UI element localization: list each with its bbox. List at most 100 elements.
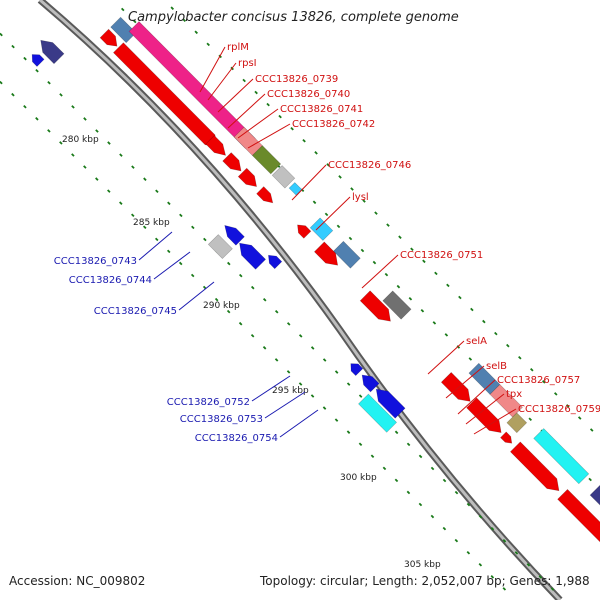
gene-block xyxy=(128,21,256,149)
gene-label: CCC13826_0745 xyxy=(94,306,177,317)
tick-mark xyxy=(59,93,63,97)
tick-mark xyxy=(298,382,303,386)
scale-label: 280 kbp xyxy=(62,135,99,145)
tick-mark xyxy=(11,92,15,97)
tick-mark xyxy=(588,477,592,482)
tick-mark xyxy=(526,563,531,567)
tick-mark xyxy=(418,502,423,507)
tick-mark xyxy=(143,177,147,181)
tick-mark xyxy=(182,18,187,23)
tick-mark xyxy=(119,153,123,157)
tick-mark xyxy=(167,201,171,206)
tick-mark xyxy=(119,201,123,205)
tick-mark xyxy=(214,297,219,302)
tick-mark xyxy=(250,333,255,338)
label-leader xyxy=(445,365,485,399)
tick-mark xyxy=(262,297,267,302)
tick-mark xyxy=(95,129,99,133)
tick-mark xyxy=(170,6,175,10)
tick-mark xyxy=(286,370,291,374)
tick-mark xyxy=(490,575,495,579)
tick-mark xyxy=(454,490,459,495)
tick-mark xyxy=(334,370,339,374)
tick-mark xyxy=(35,68,39,73)
tick-mark xyxy=(191,225,195,230)
tick-mark xyxy=(0,32,3,37)
tick-mark xyxy=(442,478,447,483)
tick-mark xyxy=(131,165,135,169)
tick-mark xyxy=(470,307,474,312)
tick-mark xyxy=(334,418,339,422)
label-leader xyxy=(247,123,291,149)
genome-summary: Topology: circular; Length: 2,052,007 bp… xyxy=(260,574,590,588)
tick-mark xyxy=(362,199,366,203)
tick-mark xyxy=(478,562,483,567)
gene-label: CCC13826_0739 xyxy=(255,74,338,85)
tick-mark xyxy=(278,114,282,119)
tick-mark xyxy=(358,394,363,398)
scale-label: 295 kbp xyxy=(272,386,309,396)
gene-block xyxy=(382,290,412,320)
tick-mark xyxy=(494,331,498,336)
tick-mark xyxy=(166,249,171,254)
tick-mark xyxy=(458,295,462,300)
tick-mark xyxy=(482,319,486,324)
tick-mark xyxy=(454,538,459,543)
gene-arrow xyxy=(237,167,257,187)
label-leader xyxy=(473,408,517,435)
gene-label: CCC13826_0752 xyxy=(167,397,250,408)
gene-arrow xyxy=(256,186,274,204)
gene-arrow xyxy=(557,488,600,543)
scale-label: 285 kbp xyxy=(133,218,170,228)
gene-arrow xyxy=(268,254,283,270)
tick-mark xyxy=(190,273,195,278)
tick-mark xyxy=(382,466,387,471)
tick-mark xyxy=(502,587,507,591)
label-leader xyxy=(207,62,237,101)
gene-label: CCC13826_0740 xyxy=(267,89,350,100)
tick-mark xyxy=(326,163,330,167)
tick-mark xyxy=(490,526,495,531)
gene-block xyxy=(533,428,590,485)
tick-mark xyxy=(324,212,329,217)
tick-mark xyxy=(107,189,111,193)
gene-block xyxy=(489,384,523,418)
tick-mark xyxy=(577,416,582,420)
tick-mark xyxy=(35,117,39,121)
gene-arrow xyxy=(99,28,118,47)
label-leader xyxy=(217,78,254,113)
gene-label: tpx xyxy=(506,389,522,400)
tick-mark xyxy=(422,259,426,264)
label-leader xyxy=(153,251,191,280)
scale-label: 305 kbp xyxy=(404,560,441,570)
tick-mark xyxy=(430,466,435,471)
gene-label: CCC13826_0742 xyxy=(292,119,375,130)
tick-mark xyxy=(466,550,471,555)
tick-mark xyxy=(346,382,351,386)
tick-mark xyxy=(518,355,522,360)
tick-mark xyxy=(238,321,243,326)
label-leader xyxy=(264,391,306,419)
tick-mark xyxy=(358,442,363,447)
tick-mark xyxy=(336,224,341,229)
label-leader xyxy=(178,281,215,311)
label-leader xyxy=(138,231,173,261)
tick-mark xyxy=(506,343,510,348)
label-leader xyxy=(315,196,351,231)
gene-arrow xyxy=(350,363,364,377)
gene-label: CCC13826_0744 xyxy=(69,275,152,286)
tick-mark xyxy=(394,478,399,483)
label-leader xyxy=(465,393,505,425)
gene-block xyxy=(251,145,282,175)
tick-mark xyxy=(310,394,315,398)
tick-mark xyxy=(322,358,327,362)
tick-mark xyxy=(456,345,461,349)
tick-mark xyxy=(266,102,270,107)
tick-mark xyxy=(542,380,546,384)
gene-label: CCC13826_0743 xyxy=(54,256,137,267)
tick-mark xyxy=(589,428,594,432)
tick-mark xyxy=(314,151,318,155)
tick-mark xyxy=(107,141,111,145)
label-leader xyxy=(291,164,327,201)
tick-mark xyxy=(155,189,159,194)
